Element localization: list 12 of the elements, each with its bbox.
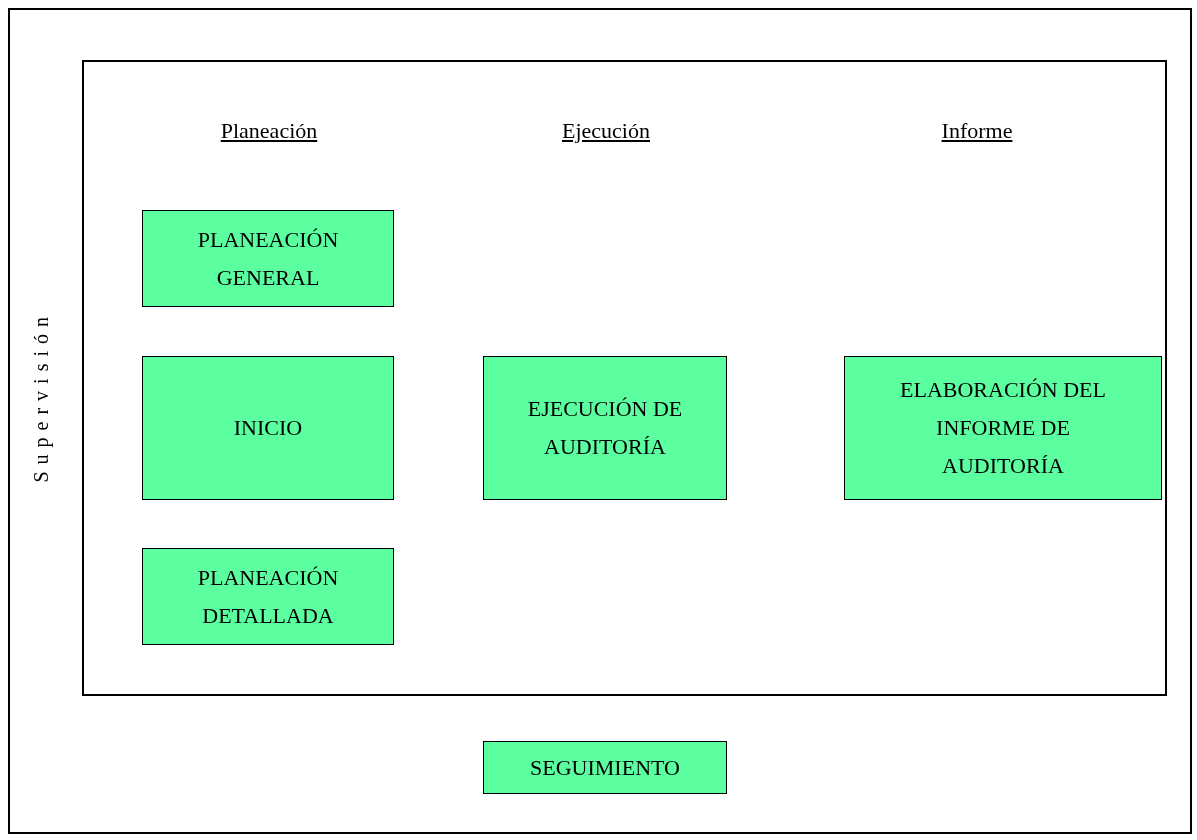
outer-frame (8, 8, 1192, 834)
column-heading: Ejecución (562, 118, 650, 144)
process-box: EJECUCIÓN DE AUDITORÍA (483, 356, 727, 500)
inner-frame (82, 60, 1167, 696)
process-box: PLANEACIÓN DETALLADA (142, 548, 394, 645)
process-box: SEGUIMIENTO (483, 741, 727, 794)
side-label: Supervisión (30, 310, 53, 483)
column-heading: Planeación (220, 118, 318, 144)
process-box: PLANEACIÓN GENERAL (142, 210, 394, 307)
process-box: INICIO (142, 356, 394, 500)
process-box: ELABORACIÓN DEL INFORME DE AUDITORÍA (844, 356, 1162, 500)
column-heading: Informe (941, 118, 1013, 144)
